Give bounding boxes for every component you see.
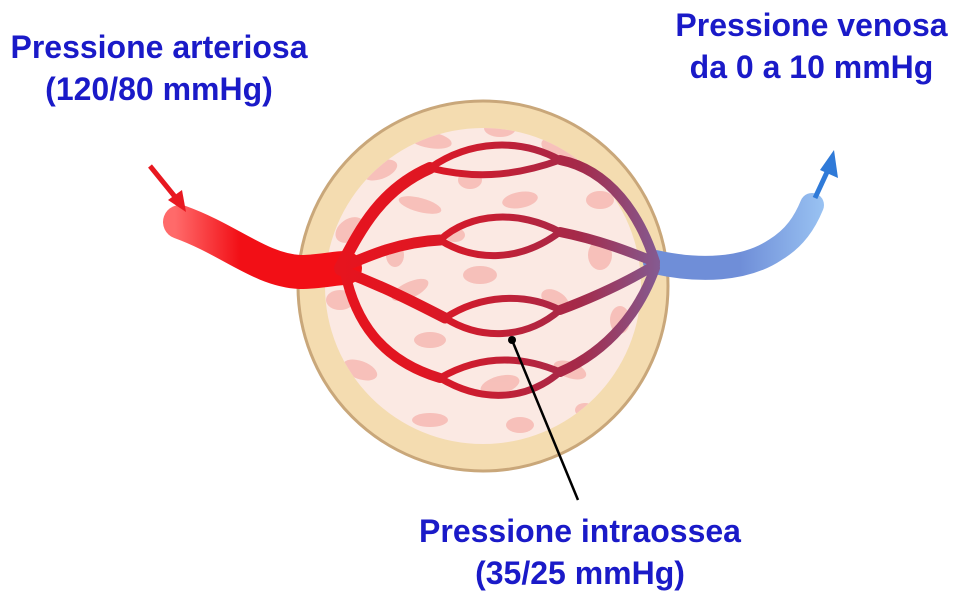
venous-pressure-value: da 0 a 10 mmHg <box>689 49 934 85</box>
intraosseous-pressure-value: (35/25 mmHg) <box>475 555 685 591</box>
intraosseous-pressure-title: Pressione intraossea <box>419 513 741 549</box>
venous-flow-arrow <box>812 150 838 200</box>
arterial-flow-arrow <box>148 164 186 212</box>
artery-inflow <box>163 205 362 290</box>
arterial-pressure-title: Pressione arteriosa <box>10 29 308 65</box>
vascular-network <box>163 141 824 399</box>
venous-pressure-title: Pressione venosa <box>675 7 948 43</box>
vein-outflow <box>643 193 824 280</box>
venous-pressure-label: Pressione venosa da 0 a 10 mmHg <box>660 4 963 88</box>
intraosseous-pressure-label: Pressione intraossea (35/25 mmHg) <box>400 510 760 594</box>
intraosseous-pointer <box>508 336 580 501</box>
arterial-pressure-label: Pressione arteriosa (120/80 mmHg) <box>0 26 318 110</box>
arterial-pressure-value: (120/80 mmHg) <box>45 71 273 107</box>
